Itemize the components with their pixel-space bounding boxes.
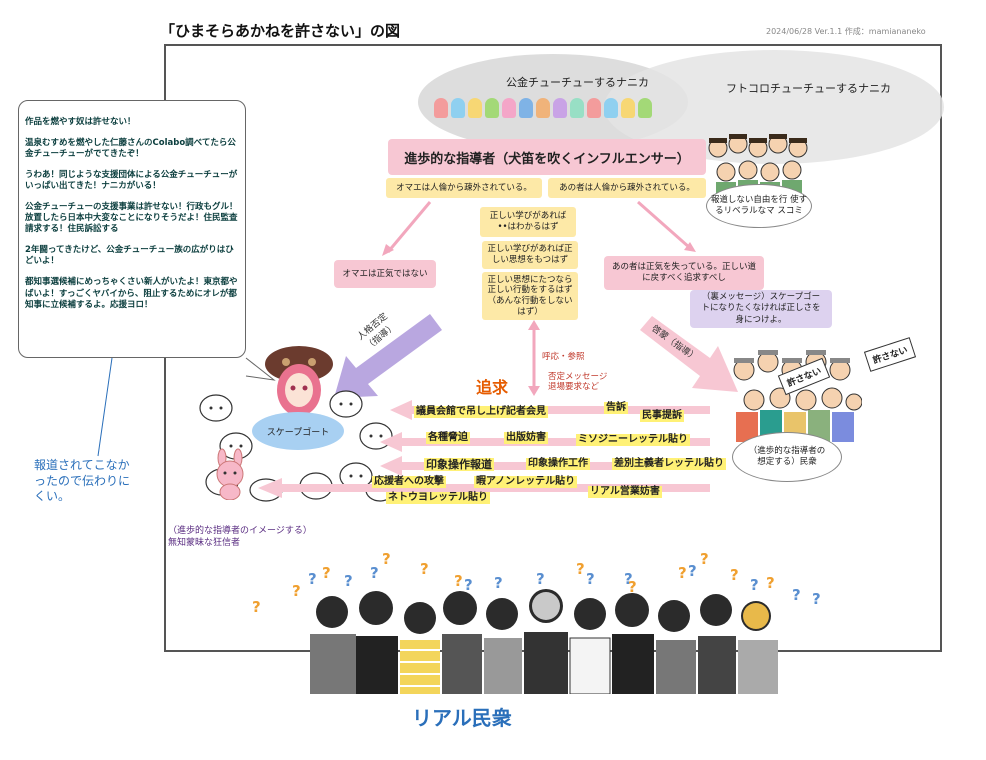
pursue-box: あの者は正気を失っている。正しい道 に戻すべく追求すべし <box>604 256 764 290</box>
speech-line-3: うわあ！同じような支援団体による公金チューチューがいっぱい出てきた！ナニカがいる… <box>25 170 238 192</box>
media-crowd-icon <box>706 132 812 198</box>
attack-discrimination-label: 差別主義者レッテル貼り <box>612 458 726 470</box>
mid-box-2: 正しい学びがあれば正 しい思想をもつはず <box>482 241 578 269</box>
mid-box-1: 正しい学びがあれば ••はわかるはず <box>480 207 576 237</box>
attack-complaint: 告訴 <box>604 402 628 414</box>
pink-mascot-icon <box>210 448 250 501</box>
speech-line-5: 2年闘ってきたけど、公金チューチュー族の広がりはひどいよ！ <box>25 245 234 267</box>
question-marks-icon: ? ? ? ? ? ? ? ? ? ? ? ? ? ? ? ? ? ? ? ? … <box>252 550 821 616</box>
attack-publishing-obstruction: 出版妨害 <box>504 432 548 444</box>
attack-civil-suit: 民事提訴 <box>640 410 684 422</box>
attack-himaanon-label: 暇アノンレッテル貼り <box>474 476 578 488</box>
public-money-label: 公金チューチューするナニカ <box>506 76 649 89</box>
pursuit-label: 追求 <box>476 378 509 397</box>
attack-manipulation: 印象操作工作 <box>526 458 590 470</box>
real-crowd-icon <box>302 588 782 695</box>
leader-box: 進歩的な指導者（犬笛を吹くインフルエンサー） <box>388 139 706 175</box>
enlightenment-arrow <box>640 316 738 392</box>
attack-misogyny-label: ミソジニーレッテル貼り <box>576 434 690 446</box>
leader-left-sub: オマエは人倫から疎外されている。 <box>386 178 542 198</box>
masses-bubble: （進歩的な指導者の 想定する）民衆 <box>732 432 842 482</box>
scapegoat-bubble: スケープゴート <box>252 412 344 450</box>
media-bubble: 報道しない自由を行 使するリベラルなマ スコミ <box>706 184 812 228</box>
ignorant-label: （進歩的な指導者のイメージする） 無知蒙昧な狂信者 <box>168 526 312 548</box>
page-title: 「ひまそらあかねを許さない」の図 <box>160 22 401 40</box>
attack-business-obstruction: リアル営業妨害 <box>588 486 662 498</box>
attack-biased-reporting: 印象操作報道 <box>424 458 494 472</box>
vtuber-avatar <box>258 340 340 422</box>
blue-note: 報道されてこなか ったので伝わりに くい。 <box>34 458 131 504</box>
personality-denial-arrow <box>334 314 442 398</box>
version-meta: 2024/06/28 Ver.1.1 作成：mamiananeko <box>766 27 926 36</box>
small-crowd-icon <box>434 98 664 118</box>
attack-press-conference: 議員会館で吊し上げ記者会見 <box>414 406 548 418</box>
insane-box: オマエは正気ではない <box>334 260 436 288</box>
attack-supporters: 応援者への攻撃 <box>372 476 446 488</box>
attack-threats: 各種脅迫 <box>426 432 470 444</box>
mid-box-3: 正しい思想にたつなら 正しい行動をするはず （あんな行動をしない はず） <box>482 272 578 320</box>
real-people-label: リアル民衆 <box>412 706 512 730</box>
speech-line-4: 公金チューチューの支援事業は許せない！行政もグル！放置したら日本中大変なことにな… <box>25 202 238 235</box>
deny-message-label: 否定メッセージ 退場要求など <box>548 372 608 393</box>
call-response-label: 呼応・参照 <box>542 352 585 362</box>
attack-netuyo-label: ネトウヨレッテル貼り <box>386 492 490 504</box>
speech-line-2: 温泉むすめを燃やした仁藤さんのColabo調べてたら公金チューチューがでてきたぞ… <box>25 138 236 160</box>
private-money-label: フトコロチューチューするナニカ <box>726 82 891 95</box>
speech-pointers <box>97 357 276 457</box>
hidden-message-box: （裏メッセージ）スケープゴー トになりたくなければ正しさを 身につけよ。 <box>690 290 832 328</box>
speech-line-1: 作品を燃やす奴は許せない！ <box>25 117 136 127</box>
scapegoat-label: スケープゴート <box>266 427 330 438</box>
speech-line-6: 都知事選候補にめっちゃくさい新人がいたよ！東京都やばいよ！すっごくヤバイから、阻… <box>25 277 238 310</box>
speech-bubble: 作品を燃やす奴は許せない！ 温泉むすめを燃やした仁藤さんのColabo調べてたら… <box>18 100 246 358</box>
call-response-arrow <box>528 320 540 396</box>
leader-connectors <box>382 200 696 256</box>
leader-right-sub: あの者は人倫から疎外されている。 <box>548 178 706 198</box>
